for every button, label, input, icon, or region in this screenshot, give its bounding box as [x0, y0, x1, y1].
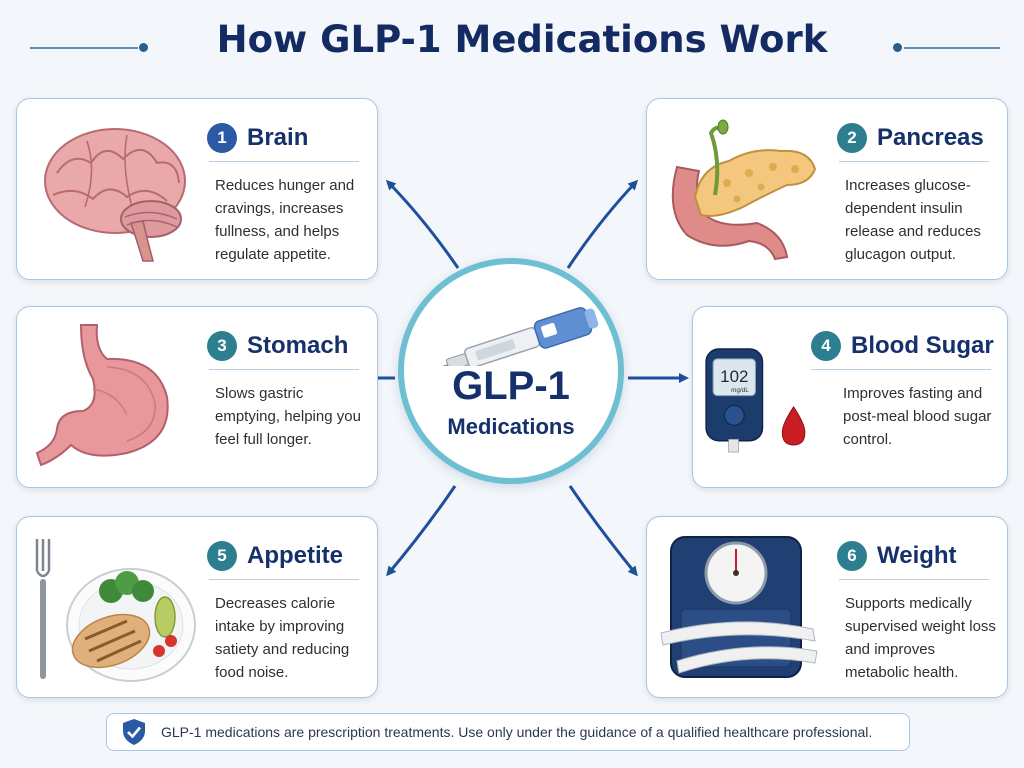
card-title: Appetite [247, 542, 343, 569]
card-divider [209, 369, 359, 370]
glucose-meter-icon: 102 mg/dL [705, 348, 806, 453]
center-hub: GLP-1 Medications [398, 258, 624, 484]
title-divider-right [904, 47, 1000, 49]
card-weight-header: 6 Weight [837, 537, 997, 575]
card-divider [209, 161, 359, 162]
card-description: Improves fasting and post-meal blood sug… [843, 385, 992, 448]
card-weight: 6 Weight Supports medically supervised w… [646, 516, 1008, 698]
card-description: Slows gastric emptying, helping you feel… [215, 385, 361, 448]
card-title: Blood Sugar [851, 332, 994, 359]
title-row: How GLP-1 Medications Work [0, 14, 1024, 78]
card-divider [839, 579, 989, 580]
scale-icon [660, 536, 818, 678]
card-divider [839, 161, 989, 162]
step-number-badge: 3 [207, 331, 237, 361]
card-brain: 1 Brain Reduces hunger and cravings, inc… [16, 98, 378, 280]
title-divider-left [30, 47, 138, 49]
meter-reading: 102 [720, 367, 748, 386]
hub-subtitle: Medications [447, 414, 575, 439]
disclaimer-text: GLP-1 medications are prescription treat… [161, 724, 873, 740]
card-stomach: 3 Stomach Slows gastric emptying, helpin… [16, 306, 378, 488]
card-appetite: 5 Appetite Decreases calorie intake by i… [16, 516, 378, 698]
card-divider [811, 369, 991, 370]
hub-title: GLP-1 [452, 364, 570, 408]
injection-pen-icon [430, 307, 599, 366]
stomach-icon [35, 324, 169, 467]
card-title: Stomach [247, 332, 349, 359]
card-blood-sugar-header: 4 Blood Sugar [811, 327, 1001, 365]
brain-icon [44, 128, 186, 262]
disclaimer-banner: GLP-1 medications are prescription treat… [106, 713, 910, 751]
plate-icon [35, 539, 196, 682]
title-dot-right [893, 43, 902, 52]
arrow-to-appetite [386, 485, 457, 577]
arrow-to-brain [385, 179, 460, 269]
step-number-badge: 6 [837, 541, 867, 571]
card-description: Reduces hunger and cravings, increases f… [215, 177, 355, 263]
card-blood-sugar: 102 mg/dL 4 Blood Sugar Improves fasting… [692, 306, 1008, 488]
page-title: How GLP-1 Medications Work [216, 18, 828, 61]
step-number-badge: 4 [811, 331, 841, 361]
card-title: Pancreas [877, 124, 984, 151]
card-title: Brain [247, 124, 309, 151]
arrow-to-pancreas [566, 179, 639, 269]
card-pancreas-header: 2 Pancreas [837, 119, 997, 157]
step-number-badge: 2 [837, 123, 867, 153]
card-description: Decreases calorie intake by improving sa… [215, 595, 350, 681]
shield-check-icon [123, 719, 145, 745]
card-appetite-header: 5 Appetite [207, 537, 367, 575]
meter-unit: mg/dL [731, 387, 749, 394]
step-number-badge: 5 [207, 541, 237, 571]
title-dot-left [139, 43, 148, 52]
card-description: Supports medically supervised weight los… [845, 595, 996, 681]
pancreas-icon [671, 119, 817, 261]
card-pancreas: 2 Pancreas Increases glucose-dependent i… [646, 98, 1008, 280]
step-number-badge: 1 [207, 123, 237, 153]
arrow-to-weight [568, 485, 638, 577]
card-divider [209, 579, 359, 580]
card-description: Increases glucose-dependent insulin rele… [845, 177, 981, 263]
card-stomach-header: 3 Stomach [207, 327, 367, 365]
card-title: Weight [877, 542, 957, 569]
card-brain-header: 1 Brain [207, 119, 367, 157]
